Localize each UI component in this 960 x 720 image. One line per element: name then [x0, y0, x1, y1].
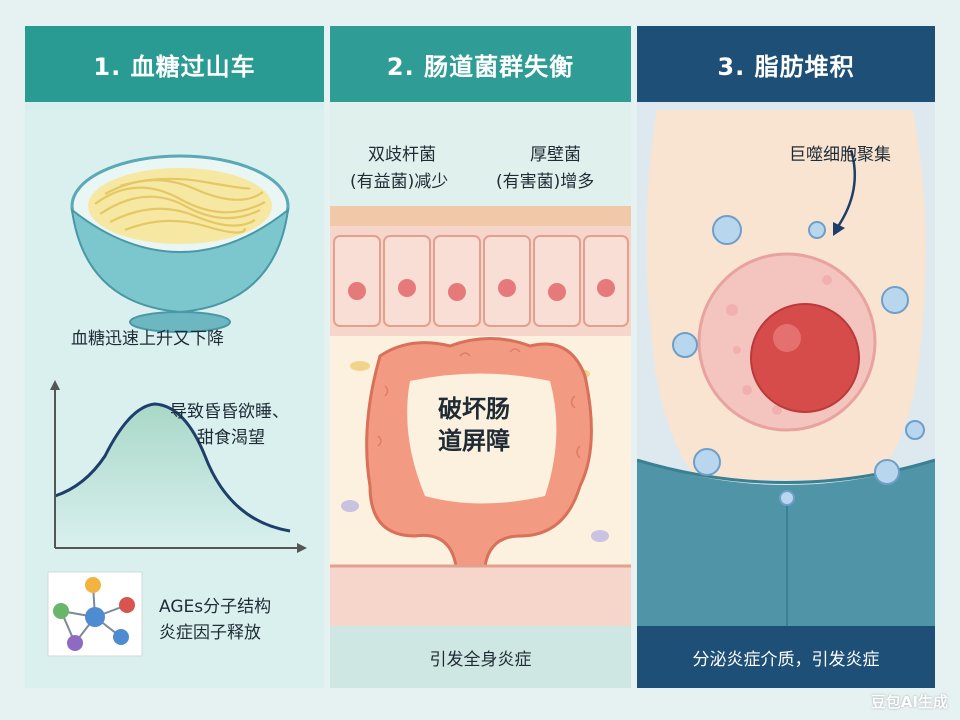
panel-gut-flora: 2. 肠道菌群失衡 双歧杆菌 (有益菌)减少 厚壁菌 (有害菌)增多 — [330, 26, 631, 688]
bacteria-left-line1: 双歧杆菌 — [368, 145, 436, 165]
panel-title: 1. 血糖过山车 — [25, 26, 324, 102]
noodle-bowl-icon — [70, 154, 290, 333]
intestine-illustration — [330, 206, 631, 626]
molecule-icon — [47, 571, 143, 657]
belly-illustration — [637, 110, 935, 626]
bacteria-right-line2: (有害菌)增多 — [496, 172, 595, 192]
curve-note-line2: 甜食渴望 — [197, 428, 265, 448]
panel-title: 3. 脂肪堆积 — [637, 26, 935, 102]
panel-blood-sugar: 1. 血糖过山车 血糖迅速上升又下降 导致昏昏欲睡、 甜食渴望 — [25, 26, 324, 688]
macrophage-label: 巨噬细胞聚集 — [789, 145, 891, 165]
panel-footer: 分泌炎症介质，引发炎症 — [637, 626, 935, 688]
barrier-text-line1: 破坏肠 — [438, 395, 510, 423]
bacteria-left-line2: (有益菌)减少 — [350, 172, 449, 192]
glucose-curve-chart — [50, 380, 307, 553]
barrier-text-line2: 道屏障 — [438, 427, 510, 455]
curve-note-line1: 导致昏昏欲睡、 — [170, 402, 289, 422]
panel-fat-accumulation: 3. 脂肪堆积 巨噬细胞聚集 分泌炎症介质，引发炎症 — [637, 26, 935, 688]
panel-footer: 引发全身炎症 — [330, 626, 631, 688]
panel-title: 2. 肠道菌群失衡 — [330, 26, 631, 102]
glucose-text: 血糖迅速上升又下降 — [71, 329, 224, 349]
bacteria-right-line1: 厚壁菌 — [530, 145, 581, 165]
ages-text-line1: AGEs分子结构 — [159, 597, 272, 617]
watermark: 豆包AI生成 — [870, 693, 948, 711]
ages-text-line2: 炎症因子释放 — [159, 623, 261, 643]
